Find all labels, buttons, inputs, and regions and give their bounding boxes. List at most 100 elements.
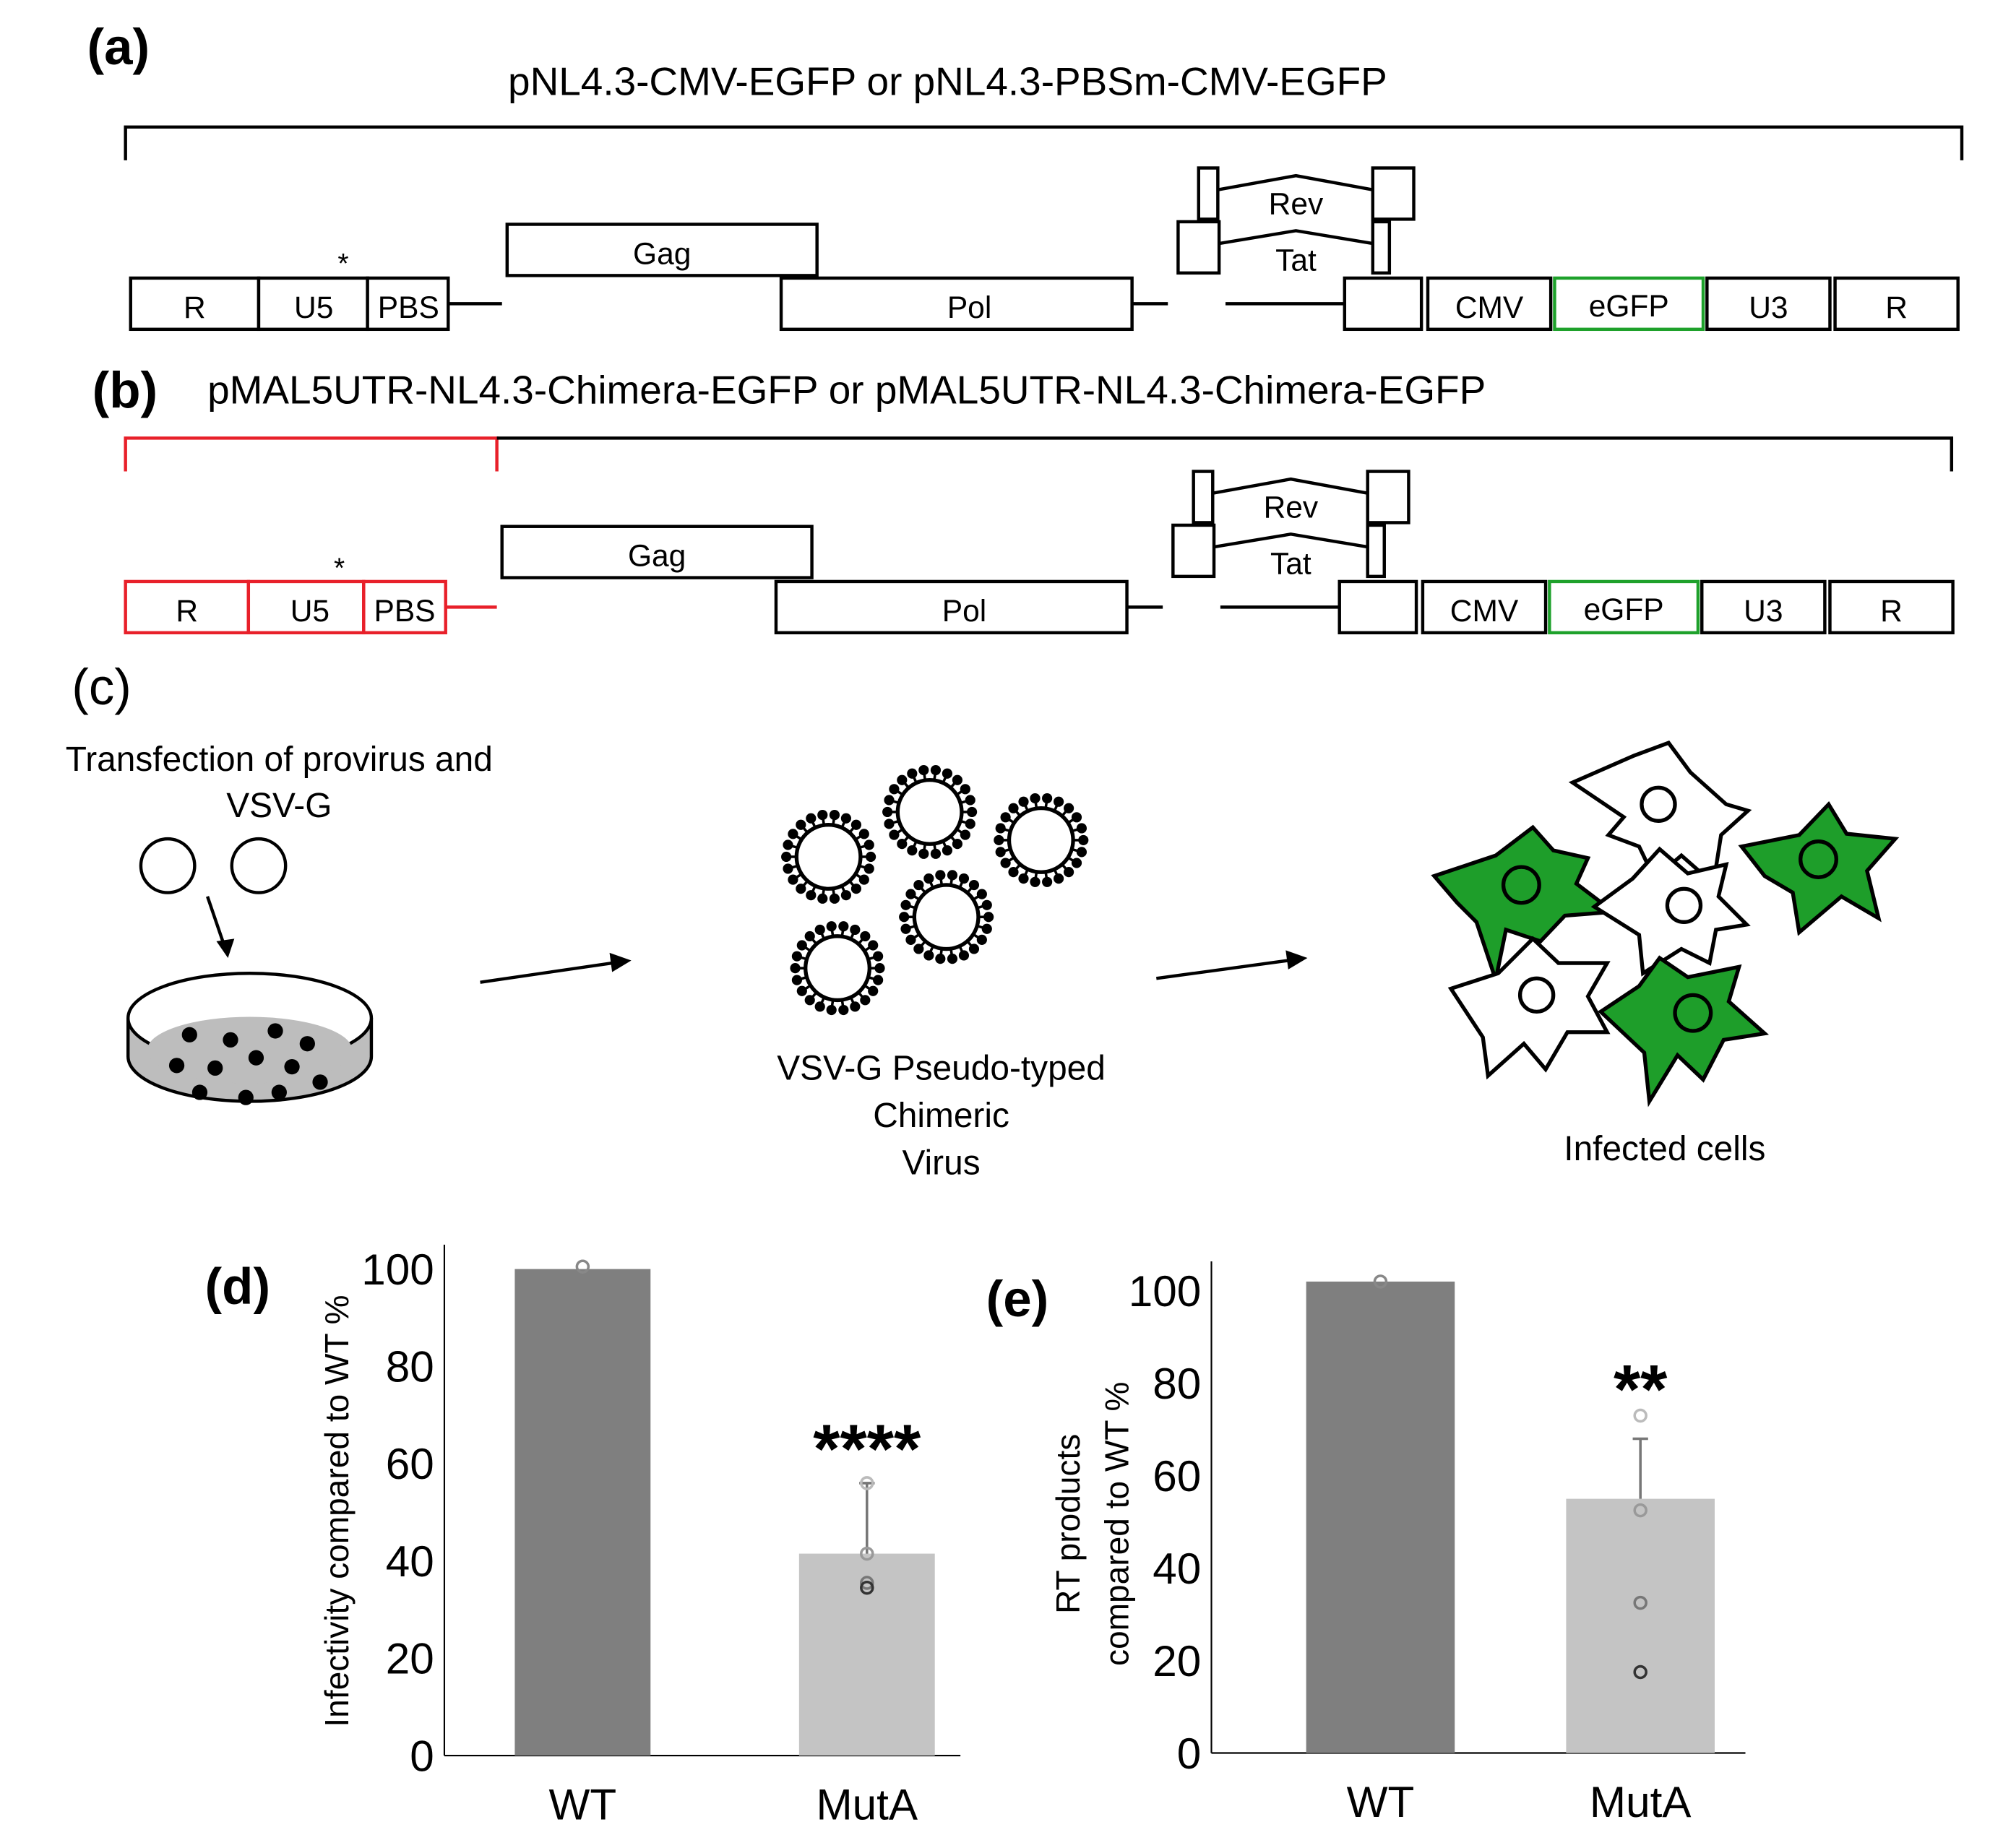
- chart-e: (e) RT products compared to WT % 0204060…: [986, 1261, 1746, 1826]
- y-axis-label: Infectivity compared to WT %: [318, 1295, 356, 1727]
- transfection-label: VSV-G: [226, 787, 332, 825]
- u5-label: U5: [290, 594, 329, 629]
- r-label: R: [1885, 290, 1908, 325]
- y-axis-label: compared to WT %: [1098, 1382, 1135, 1666]
- data-point: [575, 1259, 590, 1274]
- significance-label: ****: [813, 1411, 921, 1488]
- pbs-label: PBS: [374, 594, 435, 629]
- panel-b: (b) pMAL5UTR-NL4.3-Chimera-EGFP or pMAL5…: [92, 362, 1955, 635]
- tat-exon1: [1171, 523, 1216, 579]
- y-tick-label: 60: [386, 1439, 434, 1488]
- pol-label: Pol: [942, 594, 986, 629]
- tat-exon2: [1371, 220, 1392, 275]
- u3-box: [1700, 579, 1827, 635]
- u5-label: U5: [294, 290, 333, 325]
- virus-particles: [781, 764, 1089, 1016]
- chart-d: (d) Infectivity compared to WT % 0204060…: [205, 1245, 961, 1829]
- panel-a: (a) pNL4.3-CMV-EGFP or pNL4.3-PBSm-CMV-E…: [87, 19, 1964, 332]
- ltr-3prime: [1343, 276, 1960, 332]
- r-box: [1828, 579, 1955, 635]
- ltr-5prime: [129, 276, 450, 332]
- arrow-head-icon: [1285, 950, 1308, 970]
- pbs-box: [366, 276, 450, 332]
- data-point: [1633, 1595, 1647, 1610]
- ltr-3prime: [1338, 579, 1955, 635]
- construct-bracket: [496, 436, 1954, 472]
- r-box: [129, 276, 261, 332]
- panel-c: (c) Transfection of provirus and VSV-G V…: [66, 659, 1900, 1182]
- plasmid-icon: [139, 837, 197, 894]
- y-axis-label: RT products: [1049, 1434, 1087, 1614]
- r-label: R: [1880, 594, 1903, 629]
- arrow-icon: [206, 896, 226, 946]
- plasmid-icon: [230, 837, 288, 894]
- tat-splice: [1218, 229, 1374, 246]
- nucleus-icon: [1640, 785, 1677, 823]
- nucleus-icon: [1673, 993, 1713, 1033]
- gag-label: Gag: [628, 539, 686, 574]
- cmv-box: [1426, 276, 1553, 332]
- petri-dish-icon: [126, 972, 374, 1105]
- panel-d-label: (d): [205, 1258, 271, 1315]
- virus-icon: [790, 921, 885, 1016]
- r-box: [124, 579, 251, 635]
- rev-exon1: [1192, 470, 1215, 524]
- rev-splice: [1212, 477, 1369, 495]
- egfp-box: [1553, 276, 1705, 332]
- virus-icon: [781, 809, 876, 904]
- egfp-label: eGFP: [1584, 592, 1664, 627]
- data-point: [860, 1476, 874, 1490]
- y-tick-label: 100: [361, 1245, 434, 1294]
- r-label: R: [184, 290, 206, 325]
- panel-a-label: (a): [87, 19, 150, 76]
- y-tick-label: 100: [1129, 1266, 1202, 1316]
- u3-label: U3: [1749, 290, 1788, 325]
- data-point: [860, 1576, 874, 1590]
- infected-cells-label: Infected cells: [1564, 1130, 1765, 1168]
- gag-box: [505, 223, 819, 277]
- arrow-icon: [480, 961, 613, 984]
- data-point: [1633, 1503, 1647, 1518]
- data-point: [1373, 1274, 1388, 1289]
- virus-label: Virus: [903, 1144, 981, 1182]
- gag-label: Gag: [633, 236, 691, 271]
- data-point: [860, 1580, 874, 1595]
- r-label: R: [176, 594, 198, 629]
- chimera-ltr-5prime: [124, 579, 447, 635]
- transfection-label: Transfection of provirus and: [66, 741, 493, 779]
- nef-box: [1338, 579, 1418, 635]
- x-tick-label: WT: [549, 1780, 617, 1829]
- rev-label: Rev: [1269, 186, 1324, 221]
- tat-exon2: [1366, 523, 1386, 579]
- u5-box: [246, 579, 366, 635]
- u5-box: [257, 276, 369, 332]
- u3-label: U3: [1744, 594, 1783, 629]
- y-tick-label: 20: [1153, 1636, 1201, 1685]
- data-point: [860, 1546, 874, 1561]
- infected-cells: [1431, 741, 1900, 1107]
- y-tick-label: 80: [1153, 1359, 1201, 1408]
- x-tick-label: MutA: [816, 1780, 918, 1829]
- rev-tat-exons: [1171, 470, 1410, 579]
- u3-box: [1705, 276, 1832, 332]
- virus-label: VSV-G Pseudo-typed: [777, 1049, 1106, 1087]
- y-tick-label: 40: [386, 1537, 434, 1586]
- y-tick-label: 80: [386, 1342, 434, 1391]
- bar: [1306, 1281, 1455, 1753]
- arrow-icon: [1155, 959, 1289, 980]
- tat-label: Tat: [1270, 546, 1311, 581]
- chimera-bracket: [124, 436, 499, 472]
- rev-tat-exons: [1176, 166, 1416, 275]
- y-tick-label: 0: [1177, 1729, 1202, 1778]
- rev-exon2: [1366, 470, 1410, 524]
- rev-exon2: [1371, 166, 1416, 221]
- panel-b-label: (b): [92, 362, 158, 419]
- nucleus-icon: [1799, 839, 1838, 879]
- cmv-box: [1421, 579, 1548, 635]
- x-tick-label: WT: [1347, 1777, 1415, 1826]
- arrow-head-icon: [216, 938, 235, 958]
- virus-icon: [994, 793, 1089, 887]
- panel-e-label: (e): [986, 1271, 1049, 1328]
- tat-label: Tat: [1275, 243, 1317, 277]
